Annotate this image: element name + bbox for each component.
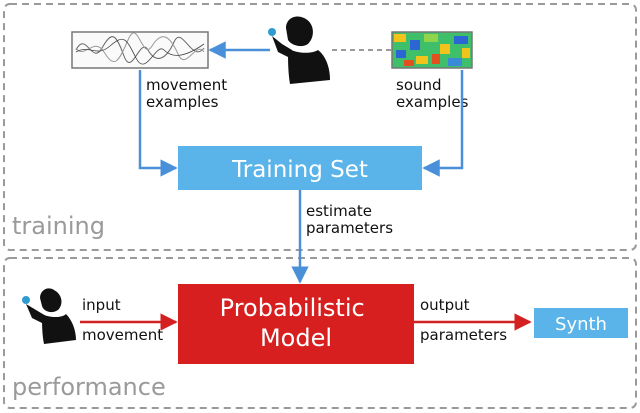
training-section-label: training [12,212,105,240]
estimate-parameters-label: estimate parameters [306,202,393,237]
synth-label: Synth [555,314,607,335]
probabilistic-model-label: Probabilistic Model [220,294,373,352]
person-with-controller-icon [268,16,330,84]
waveform-thumbnail [71,31,209,69]
arrow-movement-to-training-set [138,70,178,177]
movement-examples-label: movement examples [146,76,232,111]
training-section-frame [3,3,637,251]
spectrogram-thumbnail [391,31,473,69]
sound-examples-label: sound examples [396,76,469,111]
training-set-label: Training Set [231,157,368,183]
input-movement-label: input movement [82,296,163,344]
output-parameters-label: output parameters [420,296,507,344]
performance-section-label: performance [12,373,166,401]
training-set-box [178,146,422,190]
synth-box [534,308,628,338]
performance-section-frame [3,257,637,409]
performer-with-controller-icon [22,288,76,344]
probabilistic-model-box [178,284,414,364]
arrow-sound-to-training-set [422,70,464,177]
